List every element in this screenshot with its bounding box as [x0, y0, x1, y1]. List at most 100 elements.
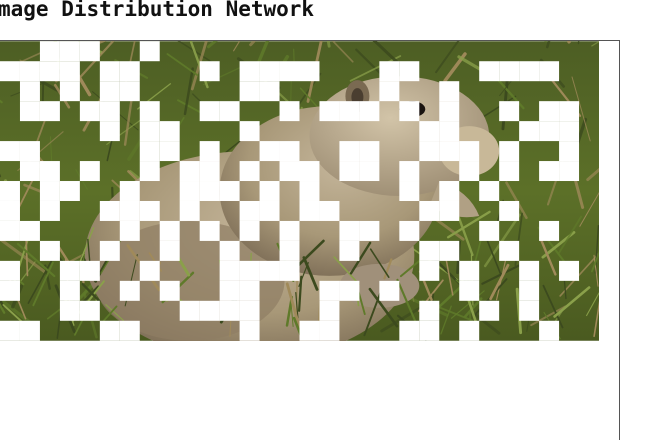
missing-tile	[539, 161, 559, 181]
missing-tile	[220, 261, 240, 281]
missing-tile	[120, 281, 140, 301]
missing-tile	[499, 241, 519, 261]
missing-tile	[100, 121, 120, 141]
missing-tile	[479, 221, 499, 241]
missing-tile	[140, 161, 160, 181]
missing-tile	[140, 201, 160, 221]
missing-tile	[140, 261, 160, 281]
missing-tile	[240, 201, 260, 221]
missing-tile	[479, 181, 499, 201]
missing-tile	[379, 81, 399, 101]
missing-tile	[439, 181, 459, 201]
missing-tile	[20, 221, 40, 241]
missing-tile	[180, 161, 200, 181]
missing-tile	[80, 261, 100, 281]
missing-tile	[80, 301, 100, 321]
missing-tile	[20, 141, 40, 161]
missing-tile	[399, 181, 419, 201]
missing-tile	[20, 321, 40, 341]
missing-tile	[339, 241, 359, 261]
missing-tile	[100, 321, 120, 341]
missing-tile	[160, 221, 180, 241]
missing-tile	[459, 321, 479, 341]
missing-tile	[439, 241, 459, 261]
missing-tile	[60, 41, 80, 61]
missing-tile	[359, 221, 379, 241]
missing-tile	[439, 141, 459, 161]
missing-tile	[220, 181, 240, 201]
missing-tile	[140, 121, 160, 141]
missing-tile	[419, 201, 439, 221]
missing-tile	[220, 101, 240, 121]
missing-tile	[260, 201, 280, 221]
missing-tile	[319, 301, 339, 321]
missing-tile	[100, 101, 120, 121]
missing-tile	[260, 141, 280, 161]
missing-tile	[300, 181, 320, 201]
missing-tile	[80, 101, 100, 121]
missing-tile	[120, 181, 140, 201]
missing-tile	[100, 241, 120, 261]
missing-tile	[200, 101, 220, 121]
missing-tile	[60, 281, 80, 301]
missing-tile	[100, 61, 120, 81]
missing-tile	[499, 201, 519, 221]
missing-tile	[539, 221, 559, 241]
missing-tile	[60, 301, 80, 321]
missing-tile	[240, 281, 260, 301]
missing-tile	[300, 201, 320, 221]
missing-tile	[280, 241, 300, 261]
missing-tile	[439, 121, 459, 141]
missing-tile	[220, 281, 240, 301]
missing-tile	[300, 161, 320, 181]
missing-tile	[439, 101, 459, 121]
missing-tile	[240, 81, 260, 101]
missing-tile	[0, 201, 20, 221]
missing-tile	[499, 101, 519, 121]
missing-tile	[459, 161, 479, 181]
missing-tile	[419, 121, 439, 141]
missing-tile	[519, 281, 539, 301]
missing-tile	[280, 61, 300, 81]
missing-tile	[539, 61, 559, 81]
missing-tile	[339, 101, 359, 121]
missing-tile	[40, 241, 60, 261]
missing-tile	[419, 141, 439, 161]
missing-tile	[180, 181, 200, 201]
missing-tile	[559, 101, 579, 121]
missing-tile	[319, 201, 339, 221]
missing-tile	[40, 181, 60, 201]
missing-tile	[160, 121, 180, 141]
missing-tile	[20, 61, 40, 81]
missing-tile	[240, 301, 260, 321]
missing-tile	[280, 261, 300, 281]
missing-tile	[499, 141, 519, 161]
missing-tile	[539, 321, 559, 341]
missing-tile	[459, 281, 479, 301]
missing-tile	[319, 321, 339, 341]
missing-tile	[60, 61, 80, 81]
missing-tile	[60, 81, 80, 101]
missing-tile	[120, 81, 140, 101]
missing-tile	[120, 221, 140, 241]
missing-tile	[359, 141, 379, 161]
missing-tile	[180, 301, 200, 321]
missing-tile	[240, 221, 260, 241]
missing-tile	[399, 101, 419, 121]
missing-tile	[0, 261, 20, 281]
missing-tile	[200, 61, 220, 81]
missing-tile	[140, 141, 160, 161]
missing-tile	[559, 141, 579, 161]
missing-tile	[40, 41, 60, 61]
missing-tile	[200, 161, 220, 181]
missing-tile	[120, 201, 140, 221]
missing-tile	[359, 101, 379, 121]
missing-tile	[319, 101, 339, 121]
missing-tile	[20, 101, 40, 121]
missing-tile	[260, 261, 280, 281]
missing-tile	[379, 281, 399, 301]
missing-tile	[479, 301, 499, 321]
missing-tile	[539, 101, 559, 121]
missing-tile	[100, 81, 120, 101]
missing-tile	[0, 61, 20, 81]
